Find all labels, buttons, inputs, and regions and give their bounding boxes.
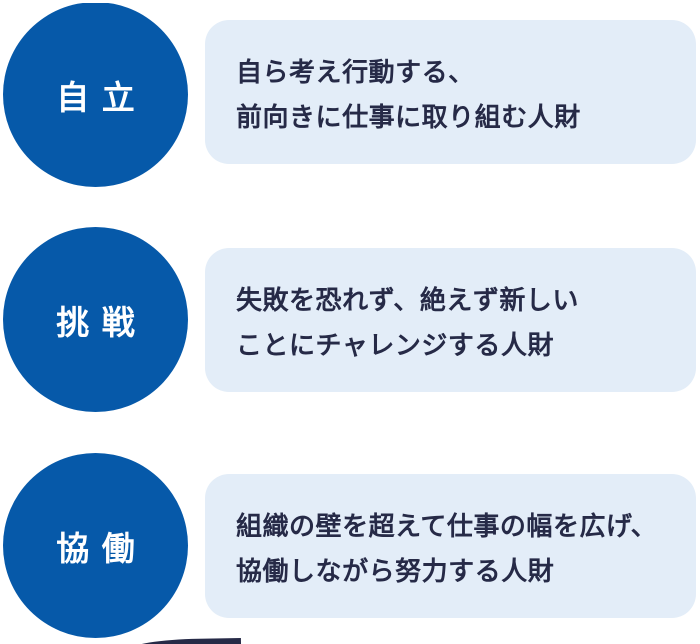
clipped-element-top (68, 0, 130, 3)
description-line: 組織の壁を超えて仕事の幅を広げ、 (236, 511, 658, 541)
value-description-card-chousen: 失敗を恐れず、絶えず新しい ことにチャレンジする人財 (205, 248, 696, 392)
value-circle-chousen: 挑戦 (3, 227, 188, 412)
clipped-element-bottom (128, 638, 242, 644)
description-line: 自ら考え行動する、 (236, 57, 475, 87)
value-circle-label: 自立 (56, 78, 148, 116)
value-description-card-kyoudou: 組織の壁を超えて仕事の幅を広げ、 協働しながら努力する人財 (205, 474, 696, 618)
description-line: 協働しながら努力する人財 (236, 556, 555, 586)
value-description-card-jiritsu: 自ら考え行動する、 前向きに仕事に取り組む人財 (205, 20, 696, 164)
value-circle-label: 挑戦 (56, 303, 148, 341)
value-circle-jiritsu: 自立 (3, 2, 188, 187)
value-circle-kyoudou: 協働 (3, 453, 188, 638)
description-line: 前向きに仕事に取り組む人財 (236, 102, 581, 132)
description-line: ことにチャレンジする人財 (236, 330, 554, 360)
value-circle-label: 協働 (56, 529, 148, 567)
description-line: 失敗を恐れず、絶えず新しい (236, 285, 579, 315)
